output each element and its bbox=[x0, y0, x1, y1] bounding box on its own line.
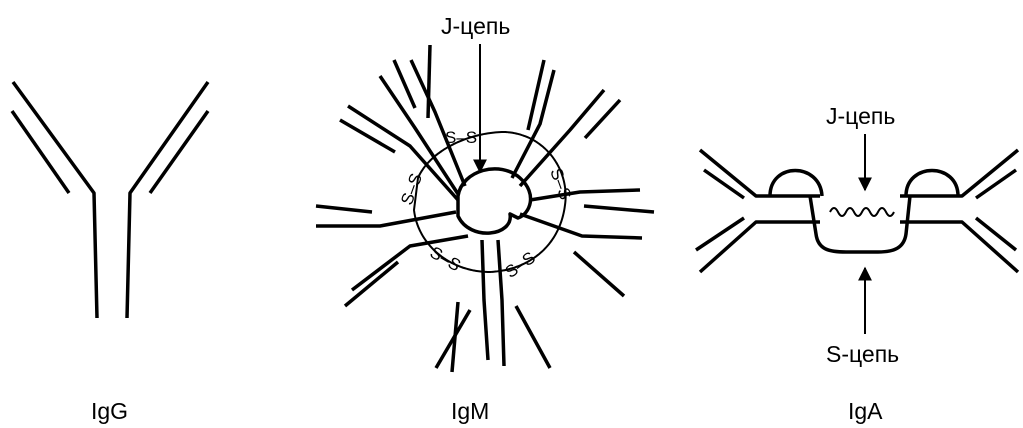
igm-arm-light bbox=[392, 59, 417, 109]
iga-label: IgA bbox=[848, 398, 883, 424]
igg-light-chain-right bbox=[148, 109, 210, 195]
igg-label: IgG bbox=[91, 398, 128, 424]
igg-heavy-chain-left bbox=[11, 80, 99, 319]
igm-arm-light bbox=[450, 301, 460, 373]
igm-arm-light bbox=[434, 309, 472, 369]
igm-disulfide-ring bbox=[412, 130, 567, 274]
igm-arm bbox=[496, 239, 506, 367]
iga-light-chain bbox=[974, 168, 1018, 200]
igg-heavy-chain-right bbox=[125, 80, 210, 319]
igm-j-chain-label: J-цепь bbox=[441, 13, 510, 39]
igm-arm-light bbox=[343, 260, 400, 308]
iga-heavy-chain bbox=[698, 148, 820, 198]
igm-arm bbox=[409, 59, 467, 187]
igm-arm bbox=[519, 212, 643, 240]
iga-structure bbox=[695, 148, 1020, 274]
igm-arm-light bbox=[526, 59, 546, 131]
igm-arm-light bbox=[583, 98, 622, 140]
iga-s-chain-label: S-цепь bbox=[826, 341, 899, 367]
igm-arm bbox=[347, 104, 460, 202]
igm-arm bbox=[529, 188, 641, 202]
iga-secretory-bump bbox=[768, 168, 824, 197]
igm-arm-light bbox=[583, 204, 655, 214]
igm-arm bbox=[350, 234, 469, 292]
igm-arm bbox=[378, 75, 460, 195]
igm-arm-light bbox=[572, 250, 626, 298]
igm-arm-light bbox=[514, 305, 552, 369]
iga-heavy-chain bbox=[698, 220, 820, 274]
igm-arm bbox=[510, 69, 556, 179]
igm-arm-light bbox=[426, 44, 432, 119]
igm-arm-light bbox=[315, 204, 373, 214]
igm-structure bbox=[315, 44, 655, 373]
igm-disulfide-label: S–S bbox=[502, 248, 539, 282]
igg-structure bbox=[10, 80, 210, 319]
igm-disulfide-label: S–S bbox=[427, 243, 464, 276]
iga-heavy-chain bbox=[900, 148, 1020, 198]
iga-j-chain-label: J-цепь bbox=[826, 103, 895, 129]
igg-light-chain-left bbox=[10, 110, 71, 194]
igm-arm bbox=[480, 239, 490, 361]
iga-secretory-bump bbox=[904, 168, 960, 197]
igm-arm bbox=[518, 88, 606, 188]
iga-s-chain bbox=[808, 195, 912, 254]
igm-disulfide-label: S–S bbox=[445, 128, 477, 147]
iga-j-chain-coil bbox=[829, 207, 895, 217]
iga-light-chain bbox=[702, 168, 746, 200]
igm-arm-light bbox=[339, 118, 396, 154]
igm-label: IgM bbox=[451, 398, 489, 424]
igm-arm bbox=[316, 210, 457, 228]
igm-disulfide-label: S–S bbox=[397, 171, 426, 208]
iga-light-chain bbox=[695, 216, 745, 252]
iga-light-chain bbox=[974, 216, 1018, 252]
iga-heavy-chain bbox=[900, 220, 1020, 274]
igm-core bbox=[456, 167, 533, 235]
